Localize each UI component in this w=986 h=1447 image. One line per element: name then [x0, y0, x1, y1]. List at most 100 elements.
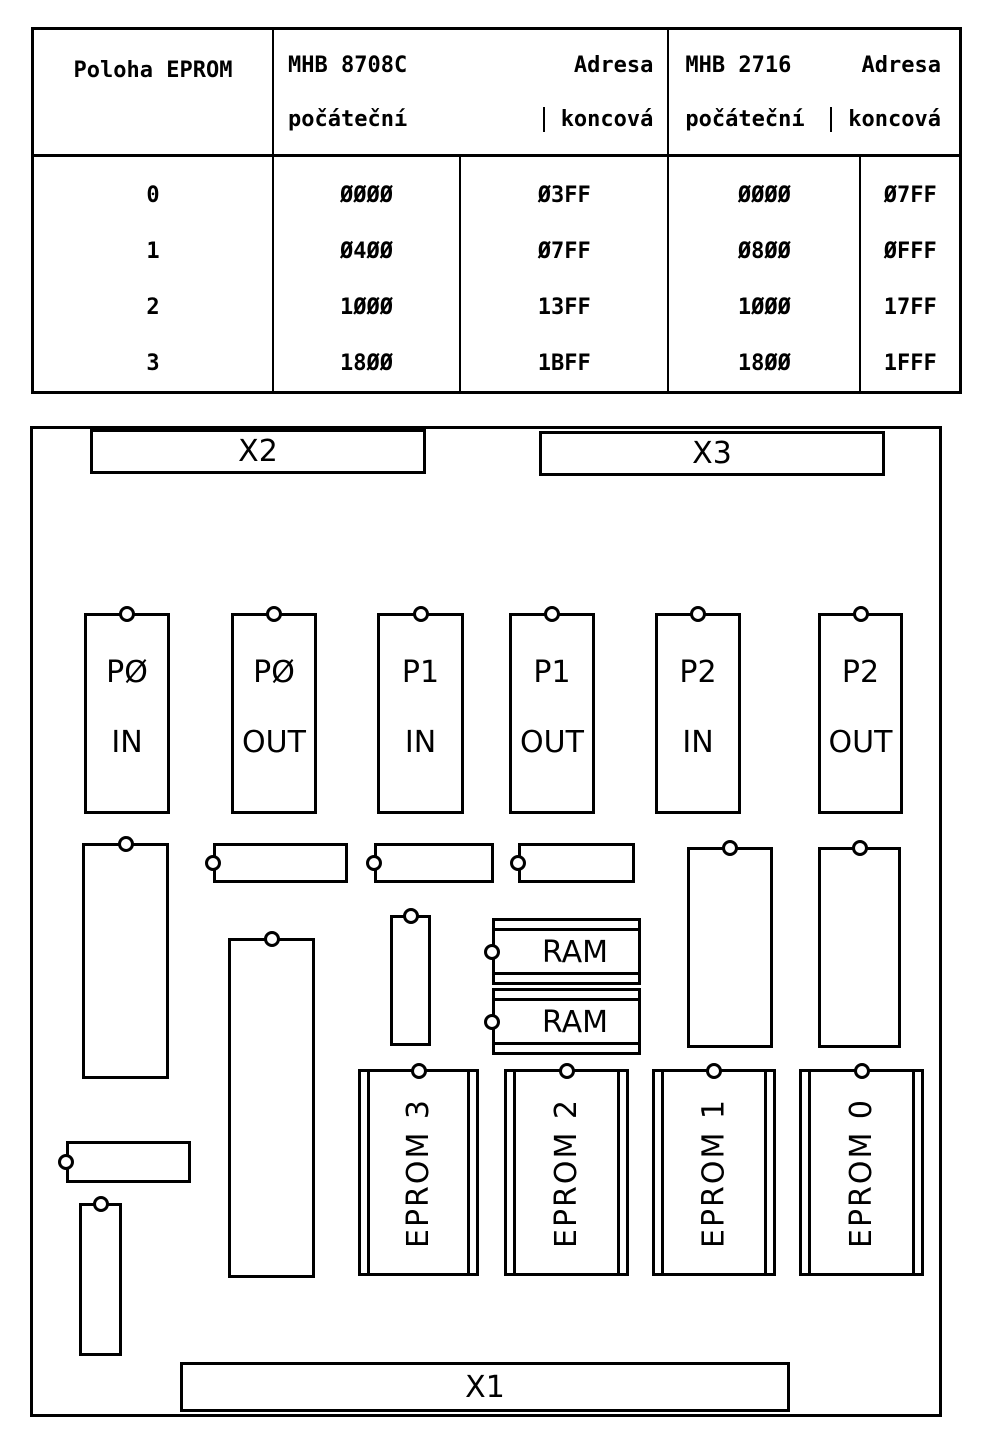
pin1-notch — [117, 836, 134, 852]
pin1-notch — [58, 1154, 74, 1170]
address-label: Adresa — [861, 52, 941, 78]
pin1-notch — [92, 1196, 109, 1212]
pin1-notch — [412, 606, 429, 622]
pin1-notch — [119, 606, 135, 622]
connector-x3: X3 — [539, 431, 885, 476]
port-name: PØ — [106, 655, 148, 690]
cell-b-start: ØØØØ — [667, 155, 861, 223]
ic-chip — [66, 1141, 191, 1183]
port-name: P1 — [533, 655, 571, 690]
cell-b-start: Ø8ØØ — [667, 223, 861, 279]
ic-chip — [518, 843, 635, 883]
port-direction: OUT — [242, 725, 306, 760]
ic-chip — [687, 847, 773, 1048]
cell-b-start: 1ØØØ — [667, 279, 861, 335]
cell-a-start: Ø4ØØ — [272, 223, 460, 279]
port-direction: IN — [111, 725, 143, 760]
port-name: P1 — [401, 655, 440, 690]
port-chip — [377, 613, 464, 814]
cell-b-start: 18ØØ — [667, 335, 861, 393]
pin1-notch — [266, 606, 282, 622]
pin1-notch — [722, 840, 738, 856]
socket-line — [492, 998, 641, 1001]
port-direction: OUT — [828, 725, 893, 760]
pin1-notch — [853, 1063, 870, 1079]
ic-chip — [82, 843, 169, 1079]
connector-x1: X1 — [180, 1362, 790, 1412]
ic-chip — [390, 915, 431, 1046]
port-direction: IN — [682, 725, 714, 760]
cell-a-end: Ø7FF — [458, 223, 669, 279]
port-name: PØ — [253, 655, 295, 690]
pin1-notch — [690, 606, 706, 622]
ic-chip — [374, 843, 494, 883]
eprom-socket: EPROM 3 — [358, 1069, 479, 1276]
eprom-label: EPROM 3 — [401, 1097, 436, 1248]
cell-pos: 2 — [146, 294, 160, 320]
pin1-notch — [484, 1013, 500, 1030]
port-chip — [231, 613, 317, 814]
pin1-notch — [852, 606, 869, 622]
cell-a-start: ØØØØ — [272, 155, 460, 223]
socket-line — [492, 928, 641, 931]
col-header-position: Poloha EPROM — [32, 28, 273, 157]
cell-b-end: ØFFF — [859, 223, 961, 279]
cell-b-end: 17FF — [859, 279, 961, 335]
ic-chip — [228, 938, 315, 1278]
pin1-notch — [263, 931, 280, 947]
pcb-outline — [30, 426, 942, 1417]
ic-chip — [818, 847, 901, 1048]
cell-a-end: 1BFF — [458, 335, 669, 393]
pin1-notch — [544, 606, 560, 622]
port-chip — [84, 613, 170, 814]
port-direction: IN — [404, 725, 437, 760]
eprom-label: EPROM 1 — [696, 1097, 732, 1248]
address-label: Adresa — [573, 52, 654, 78]
port-name: P2 — [841, 655, 880, 690]
cell-a-start: 1ØØØ — [272, 279, 460, 335]
cell-pos: 0 — [146, 182, 160, 208]
pin1-notch — [510, 855, 526, 871]
eprom-socket: EPROM 2 — [504, 1069, 629, 1276]
connector-x2: X2 — [90, 429, 426, 474]
pin1-notch — [402, 908, 419, 924]
pin1-notch — [366, 855, 382, 871]
port-chip — [655, 613, 741, 814]
end-label: koncová — [542, 106, 653, 132]
pin1-notch — [410, 1063, 427, 1079]
end-label: koncová — [830, 106, 941, 132]
ic-chip — [213, 843, 348, 883]
cell-pos: 3 — [146, 350, 160, 376]
port-chip — [818, 613, 903, 814]
group-header-8708: MHB 8708C počáteční Adresa koncová — [271, 28, 669, 157]
socket-line — [492, 1042, 641, 1045]
pin1-notch — [558, 1063, 575, 1079]
cell-b-end: 1FFF — [859, 335, 961, 393]
cell-a-end: 13FF — [458, 279, 669, 335]
eprom-label: EPROM 2 — [549, 1097, 584, 1248]
start-label: počáteční — [685, 106, 805, 132]
start-label: počáteční — [288, 106, 408, 132]
cell-a-end: Ø3FF — [458, 155, 669, 223]
eprom-socket: EPROM 1 — [652, 1069, 776, 1276]
eprom-socket: EPROM 0 — [799, 1069, 924, 1276]
ic-chip — [79, 1203, 122, 1356]
ram-label: RAM — [541, 935, 609, 970]
pin1-notch — [484, 943, 500, 960]
eprom-label: EPROM 0 — [844, 1097, 879, 1248]
ram-label: RAM — [541, 1005, 609, 1040]
cell-b-end: Ø7FF — [859, 155, 961, 223]
port-direction: OUT — [520, 725, 584, 760]
chip-name: MHB 8708C — [288, 52, 408, 78]
pin1-notch — [706, 1063, 722, 1079]
cell-pos: 1 — [146, 238, 160, 264]
socket-line — [492, 972, 641, 975]
cell-a-start: 18ØØ — [272, 335, 460, 393]
port-chip — [509, 613, 595, 814]
pin1-notch — [851, 840, 868, 856]
